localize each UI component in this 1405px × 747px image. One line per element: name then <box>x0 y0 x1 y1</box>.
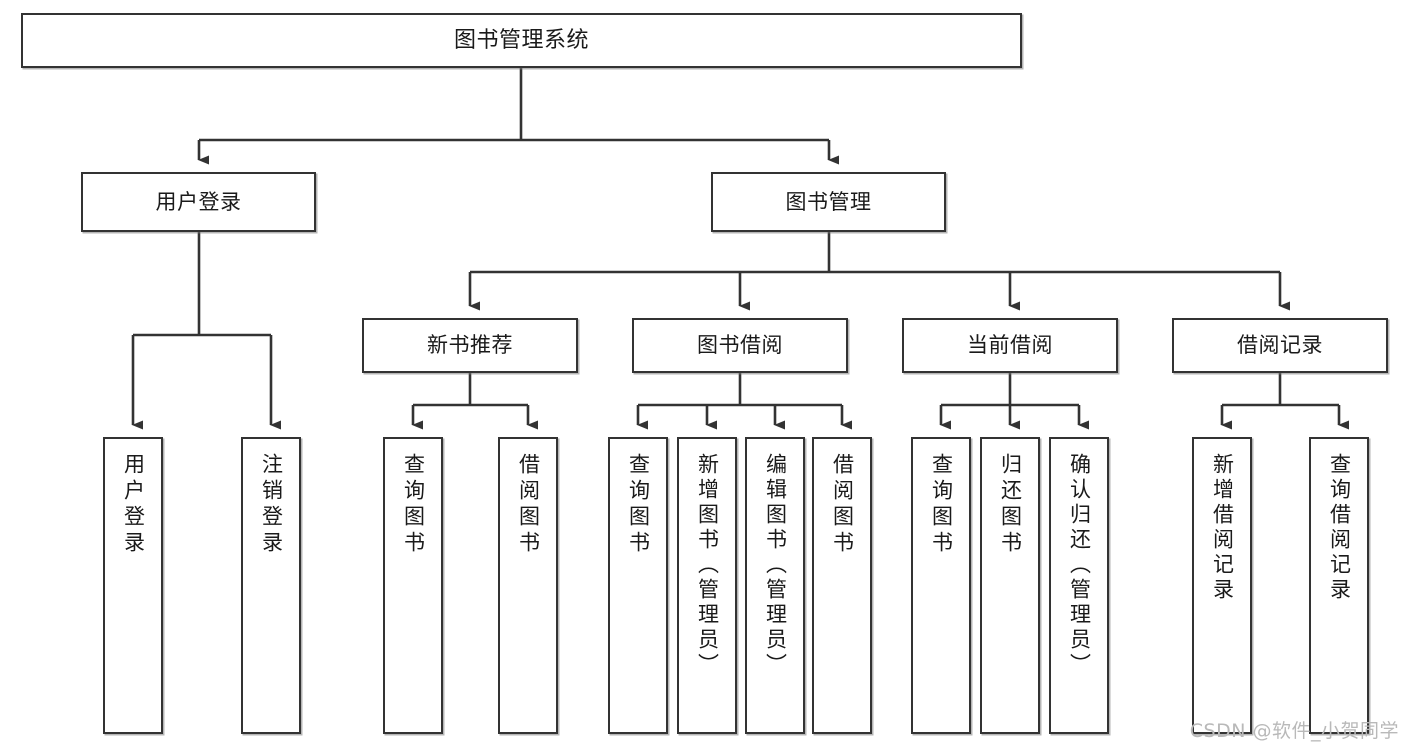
leaf-borrow-record-add[interactable]: 新增借阅记录 <box>1192 437 1252 734</box>
node-label: 查询图书 <box>626 453 651 557</box>
node-label: 图书借阅 <box>697 333 783 358</box>
node-label: 借阅图书 <box>516 453 541 557</box>
leaf-current-borrow-return[interactable]: 归还图书 <box>980 437 1040 734</box>
node-root-system[interactable]: 图书管理系统 <box>21 13 1022 68</box>
node-label: 图书管理系统 <box>453 27 589 53</box>
node-label: 当前借阅 <box>967 333 1053 358</box>
node-label: 确认归还（管理员） <box>1067 453 1092 678</box>
leaf-user-login-login[interactable]: 用户登录 <box>103 437 163 734</box>
node-borrow-record[interactable]: 借阅记录 <box>1172 318 1388 373</box>
node-label: 新增借阅记录 <box>1210 453 1235 603</box>
node-user-login[interactable]: 用户登录 <box>81 172 316 232</box>
leaf-borrow-record-query[interactable]: 查询借阅记录 <box>1309 437 1369 734</box>
node-label: 用户登录 <box>155 189 242 214</box>
leaf-new-book-query[interactable]: 查询图书 <box>383 437 443 734</box>
node-label: 查询图书 <box>929 453 954 557</box>
node-current-borrow[interactable]: 当前借阅 <box>902 318 1118 373</box>
node-label: 编辑图书（管理员） <box>763 453 788 678</box>
node-label: 查询借阅记录 <box>1327 453 1352 603</box>
node-label: 新书推荐 <box>427 333 513 358</box>
node-label: 归还图书 <box>998 453 1023 557</box>
leaf-book-borrow-add[interactable]: 新增图书（管理员） <box>677 437 737 734</box>
node-label: 借阅记录 <box>1237 333 1323 358</box>
node-label: 用户登录 <box>121 453 146 557</box>
leaf-new-book-borrow[interactable]: 借阅图书 <box>498 437 558 734</box>
leaf-current-borrow-confirm-return[interactable]: 确认归还（管理员） <box>1049 437 1109 734</box>
node-label: 图书管理 <box>785 189 872 214</box>
node-label: 查询图书 <box>401 453 426 557</box>
leaf-book-borrow-edit[interactable]: 编辑图书（管理员） <box>745 437 805 734</box>
node-book-manage[interactable]: 图书管理 <box>711 172 946 232</box>
leaf-user-login-logout[interactable]: 注销登录 <box>241 437 301 734</box>
node-new-book-recommend[interactable]: 新书推荐 <box>362 318 578 373</box>
node-label: 新增图书（管理员） <box>695 453 720 678</box>
leaf-book-borrow-query[interactable]: 查询图书 <box>608 437 668 734</box>
node-book-borrow[interactable]: 图书借阅 <box>632 318 848 373</box>
node-label: 注销登录 <box>259 453 284 557</box>
leaf-book-borrow-borrow[interactable]: 借阅图书 <box>812 437 872 734</box>
node-label: 借阅图书 <box>830 453 855 557</box>
leaf-current-borrow-query[interactable]: 查询图书 <box>911 437 971 734</box>
